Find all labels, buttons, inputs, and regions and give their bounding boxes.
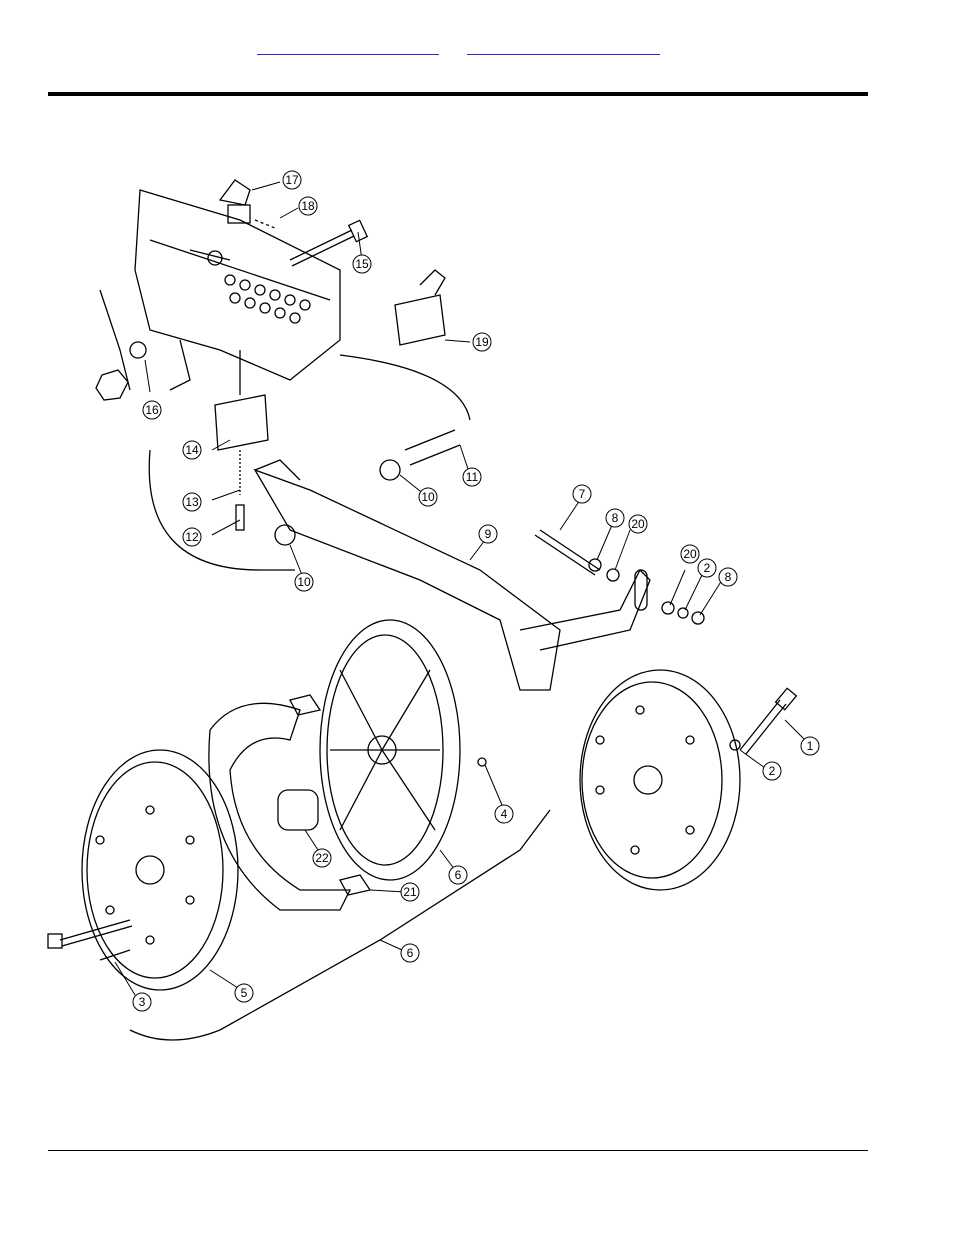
callout-3: 3 [139,995,146,1009]
callout-10b: 10 [297,575,311,589]
bushing-10a [274,524,296,546]
callout-2b: 2 [769,764,776,778]
callout-16: 16 [145,403,159,417]
washer-20b [661,601,675,615]
callout-9: 9 [485,527,492,541]
nut-4 [477,757,487,767]
callout-21: 21 [403,885,417,899]
parts-diagram: 17 18 15 16 19 14 13 12 11 10 10 9 7 8 2… [47,170,820,1041]
screw-3 [99,949,131,961]
callout-19: 19 [475,335,489,349]
callout-17: 17 [285,173,299,187]
washer-2b [729,739,741,751]
block-19 [394,294,446,346]
washer-20a [606,568,620,582]
callout-20a: 20 [631,517,645,531]
frame-holes [224,274,311,324]
callout-6a: 6 [455,868,462,882]
bushing-22 [277,789,319,831]
callout-7: 7 [579,487,586,501]
wheel-middle [319,619,461,881]
top-navigation [0,38,954,58]
callout-11: 11 [466,470,479,484]
callout-8a: 8 [612,511,619,525]
nut-8b [691,611,705,625]
callout-15: 15 [355,257,369,271]
footer-rule [48,1150,868,1151]
callout-20b: 20 [683,547,697,561]
nav-link-1[interactable] [257,38,439,55]
bolt-left [59,919,131,941]
callout-8b: 8 [725,570,732,584]
handle-17 [218,179,251,206]
nav-link-2[interactable] [467,38,660,55]
pin-12 [235,504,245,531]
callout-2a: 2 [704,561,711,575]
callout-6b: 6 [407,946,414,960]
wheel-left [81,749,239,991]
washer-2a [677,607,689,619]
block-14 [214,394,269,451]
header-rule [48,92,868,96]
callout-1: 1 [807,739,814,753]
callout-10a: 10 [421,490,435,504]
tire-21 [208,702,352,911]
nut-16b [129,341,147,359]
callout-12: 12 [185,530,199,544]
nut-16a [95,369,129,401]
callout-22: 22 [315,851,329,865]
callout-4: 4 [501,807,508,821]
arm-9 [253,468,561,691]
callout-5: 5 [241,986,248,1000]
bushing-10b [379,459,401,481]
callout-13: 13 [185,495,199,509]
callout-14: 14 [185,443,199,457]
frame-bracket [134,189,341,381]
tube-11 [404,429,456,451]
bolt-1 [739,699,781,751]
wheel-right [579,669,741,891]
nut-8a [588,558,602,572]
bolt-7 [539,529,601,571]
callout-18: 18 [301,199,315,213]
